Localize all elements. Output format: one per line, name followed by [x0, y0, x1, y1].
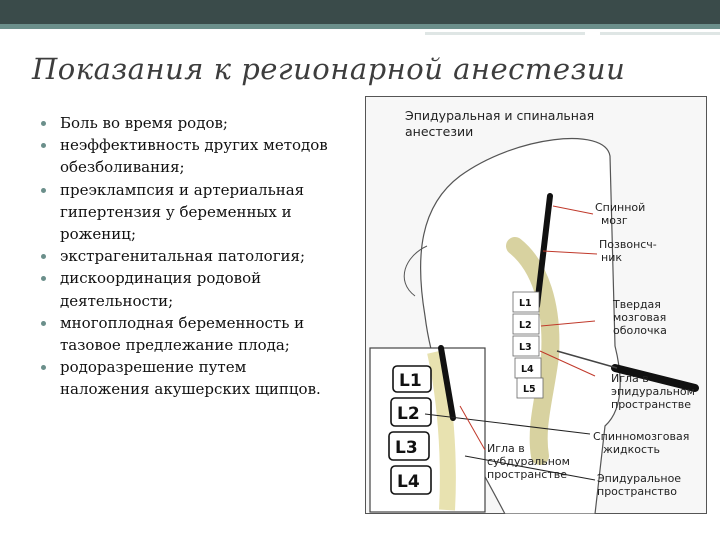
vertebra-label: L3	[519, 342, 532, 353]
inset-needle	[438, 345, 456, 421]
decorative-line	[425, 32, 585, 35]
vertebra-label: L4	[521, 364, 534, 375]
subdural-needle-label: Игла в субдуральном пространстве	[487, 442, 573, 481]
vertebra-label: L3	[395, 438, 418, 458]
inset-spine	[427, 350, 456, 511]
list-item: экстрагенитальная патология;	[40, 245, 340, 267]
dura-label: Твердая мозговая оболочка	[612, 298, 670, 337]
list-item: дискоординация родовой деятельности;	[40, 267, 340, 311]
small-vertebrae: L1 L2 L3 L4 L5	[512, 291, 544, 399]
needle-shaft	[556, 350, 618, 369]
anesthesia-diagram: L1 L2 L3 L4 L5 L1 L2 L3 L4	[365, 96, 707, 514]
bullet-icon	[41, 187, 46, 193]
epidural-space-label: Эпидуральное пространство	[597, 472, 685, 498]
decorative-line	[600, 32, 720, 35]
vertebra-label: L1	[519, 298, 532, 309]
epidural-needle-label: Игла в эпидуральном пространстве	[611, 372, 698, 411]
bullet-icon	[41, 121, 46, 126]
bullet-icon	[41, 365, 46, 371]
vertebra-text-label: Позвонсч- ник	[599, 238, 660, 264]
breast-outline	[403, 245, 428, 297]
anesthesia-diagram-svg: L1 L2 L3 L4 L5 L1 L2 L3 L4	[365, 96, 707, 514]
bullet-icon	[41, 254, 46, 260]
bullet-icon	[41, 320, 46, 326]
header-accent-bar	[0, 24, 720, 29]
indications-list: Боль во время родов; неэффективность дру…	[40, 112, 340, 401]
large-vertebrae: L1 L2 L3 L4	[388, 365, 432, 495]
list-item: Боль во время родов;	[40, 112, 340, 134]
spinal-cord-label: Спинной мозг	[595, 201, 649, 227]
list-item: многоплодная беременность и тазовое пред…	[40, 312, 340, 356]
csf-label: Спинномозговая жидкость	[593, 430, 693, 456]
vertebra-label: L2	[397, 404, 420, 424]
header-bar	[0, 0, 720, 26]
vertebra-label: L4	[397, 472, 420, 492]
vertebra-label: L1	[399, 371, 422, 391]
bullet-icon	[41, 276, 46, 282]
list-item: преэклампсия и артериальная гипертензия …	[40, 179, 340, 246]
bullet-icon	[41, 143, 46, 149]
slide-title: Показания к регионарной анестезии	[32, 52, 626, 86]
epidural-needle	[611, 364, 699, 392]
diagram-title: Эпидуральная и спинальная анестезии	[405, 108, 598, 139]
vertebra-label: L5	[523, 384, 536, 395]
vertebra-label: L2	[519, 320, 532, 331]
callout-lines	[424, 205, 598, 481]
list-item: родоразрешение путем наложения акушерски…	[40, 356, 340, 400]
list-item: неэффективность других методов обезболив…	[40, 134, 340, 178]
